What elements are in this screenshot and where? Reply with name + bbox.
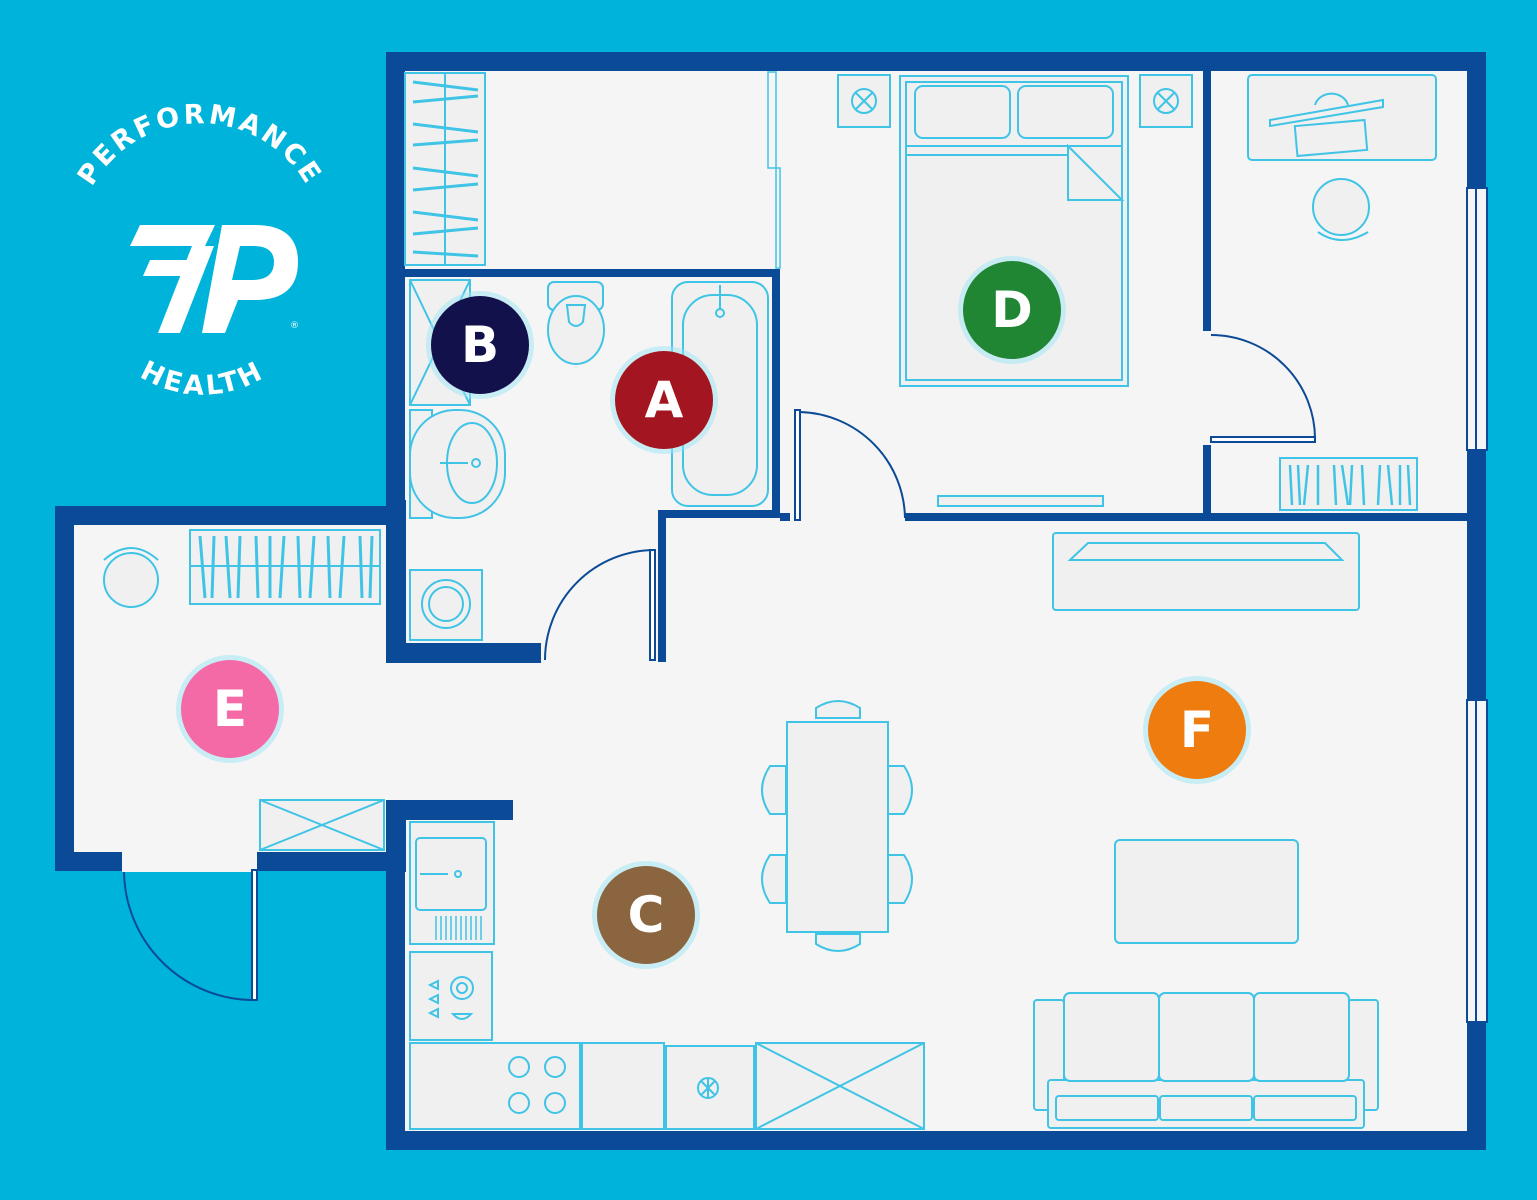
room-marker-d[interactable]: D — [958, 256, 1066, 364]
interior-walls — [386, 71, 1467, 872]
dining-table-icon — [761, 700, 913, 952]
windows — [767, 71, 1488, 1023]
kitchen-counter-icon — [409, 1042, 925, 1130]
sink-icon — [409, 409, 506, 519]
toilet-icon — [547, 281, 605, 365]
study-chair-icon — [1312, 178, 1370, 241]
logo-monogram-icon — [130, 225, 298, 333]
nightstand-left-icon — [837, 74, 891, 128]
coat-rack-icon — [189, 529, 381, 605]
room-marker-f-label: F — [1180, 701, 1214, 759]
room-marker-e-label: E — [213, 680, 247, 738]
furniture — [103, 72, 1437, 1130]
kitchen-sink-icon — [409, 821, 495, 945]
coffee-table-icon — [1114, 839, 1299, 944]
room-marker-c[interactable]: C — [592, 861, 700, 969]
shoe-cabinet-icon — [259, 799, 385, 851]
nightstand-right-icon — [1139, 74, 1193, 128]
room-marker-e[interactable]: E — [176, 655, 284, 763]
room-marker-a-label: A — [645, 371, 684, 429]
logo-arc-top-text: PERFORMANCE — [72, 99, 328, 191]
bathtub-icon — [671, 281, 769, 507]
room-marker-f[interactable]: F — [1143, 676, 1251, 784]
bookshelf-icon — [1279, 457, 1418, 511]
desk-icon — [1247, 74, 1437, 161]
room-marker-a[interactable]: A — [610, 346, 718, 454]
coffee-machine-icon — [409, 951, 493, 1041]
sofa-icon — [1033, 992, 1379, 1129]
brand-logo: PERFORMANCE HEALTH ® — [72, 99, 328, 402]
hall-stool-icon — [103, 547, 159, 608]
tv-unit-icon — [1052, 532, 1360, 611]
washing-machine-icon — [409, 569, 483, 641]
room-marker-d-label: D — [991, 281, 1033, 339]
room-marker-b-label: B — [461, 316, 499, 374]
doors — [123, 334, 1317, 1001]
room-markers: A B C D E F — [176, 256, 1251, 969]
logo-arc-bottom-text: HEALTH — [136, 355, 270, 402]
tv-bench-bedroom-icon — [937, 495, 1104, 507]
room-marker-c-label: C — [628, 886, 665, 944]
closet-rack-icon — [404, 72, 486, 266]
logo-registered-mark: ® — [290, 321, 299, 331]
room-marker-b[interactable]: B — [426, 291, 534, 399]
